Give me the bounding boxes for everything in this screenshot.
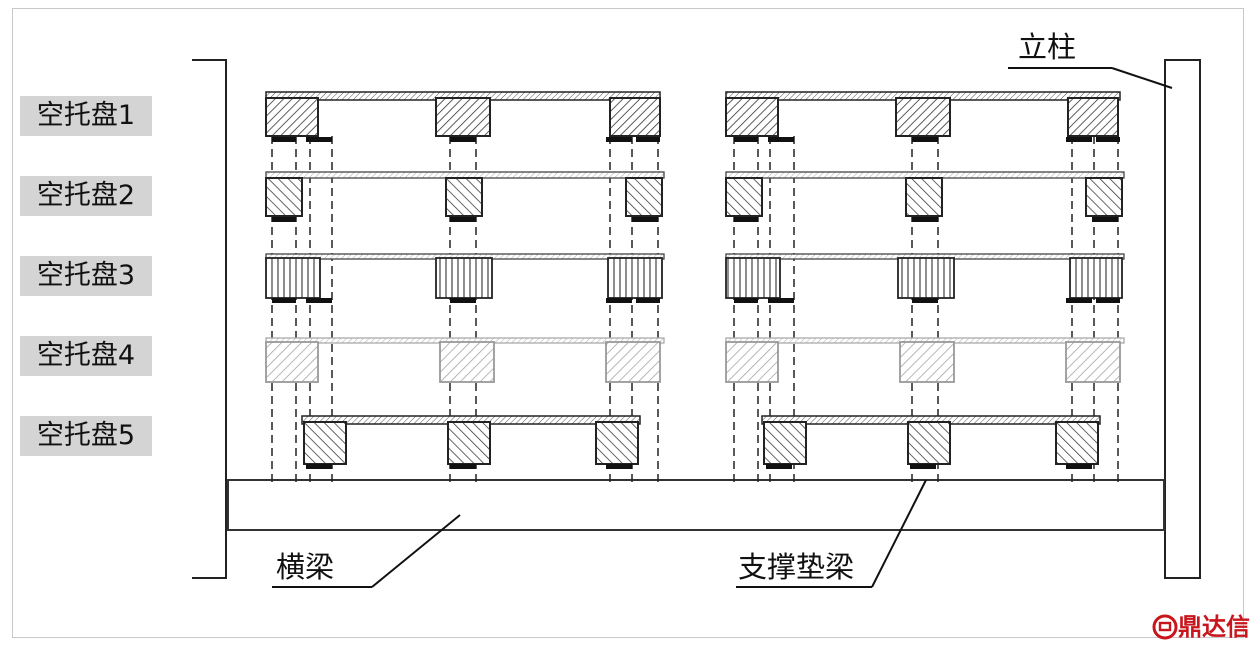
label-column: 立柱 [1018,30,1077,64]
tray-label-2: 空托盘2 [20,176,152,216]
cross-beam [227,479,1165,531]
figure-frame [12,8,1244,638]
rack-right [725,91,1125,482]
rack-left [265,91,665,482]
tray-label-4: 空托盘4 [20,336,152,376]
leader-support-diag [871,479,927,588]
upright-left [192,59,227,579]
upright-right [1164,59,1201,579]
label-beam: 横梁 [276,550,335,584]
label-support-beam: 支撑垫梁 [738,550,855,584]
brand-mark-icon [1152,614,1178,640]
tray-label-5: 空托盘5 [20,416,152,456]
brand-logo-text: 鼎达信 [1178,613,1250,641]
leader-beam-diag [371,514,461,588]
leader-column-diag [1111,67,1173,89]
tray-label-1: 空托盘1 [20,96,152,136]
brand-logo: 鼎达信 [1152,612,1250,642]
tray-label-3: 空托盘3 [20,256,152,296]
